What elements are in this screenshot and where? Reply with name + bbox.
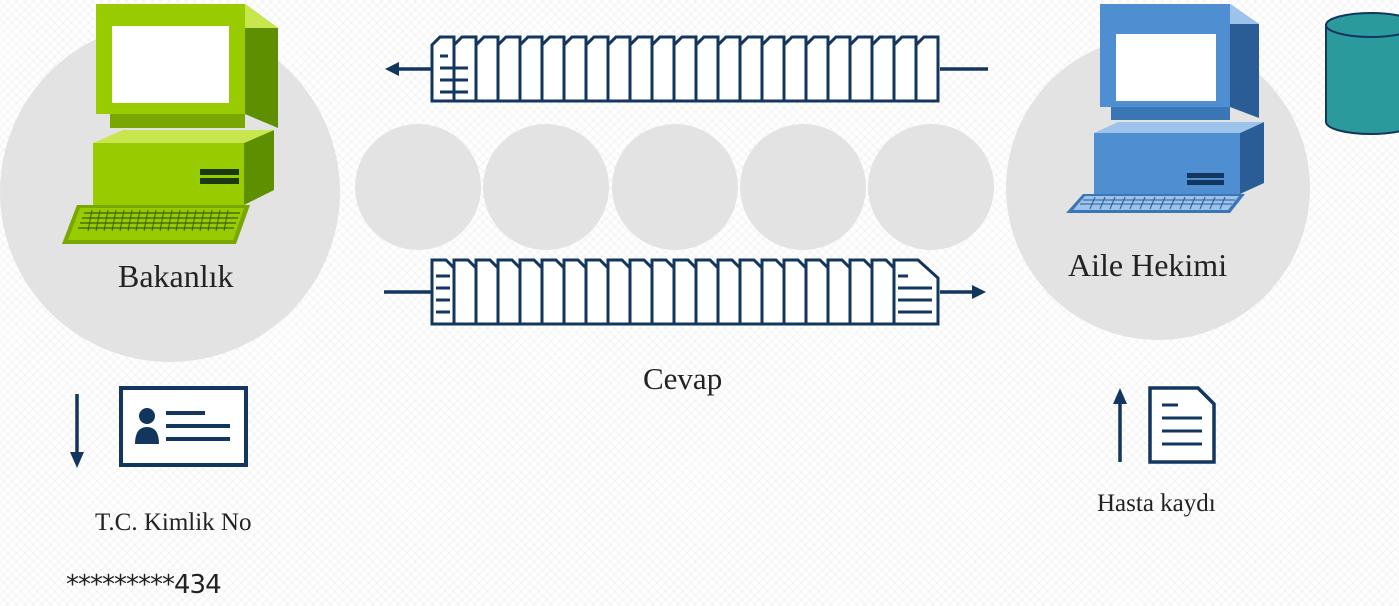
request-flow [385, 35, 988, 103]
up-arrow-icon [1113, 388, 1127, 462]
bakanlik-label: Bakanlık [118, 258, 234, 294]
hasta-kaydi-label: Hasta kaydı [1097, 490, 1216, 517]
document-icon [1148, 386, 1216, 464]
id-number-value: *********434 [66, 570, 222, 600]
right-arrow-icon [972, 285, 986, 299]
response-flow [384, 258, 986, 326]
cevap-label: Cevap [643, 361, 723, 396]
aile-hekimi-label: Aile Hekimi [1068, 247, 1228, 283]
green-computer-icon [62, 4, 278, 244]
connector-dots [355, 124, 994, 250]
blue-computer-icon [1066, 4, 1264, 213]
down-arrow-icon [70, 394, 84, 468]
id-card-icon [119, 386, 248, 467]
tc-kimlik-label: T.C. Kimlik No [95, 509, 252, 536]
database-icon [1325, 12, 1399, 135]
left-arrow-icon [385, 62, 399, 76]
